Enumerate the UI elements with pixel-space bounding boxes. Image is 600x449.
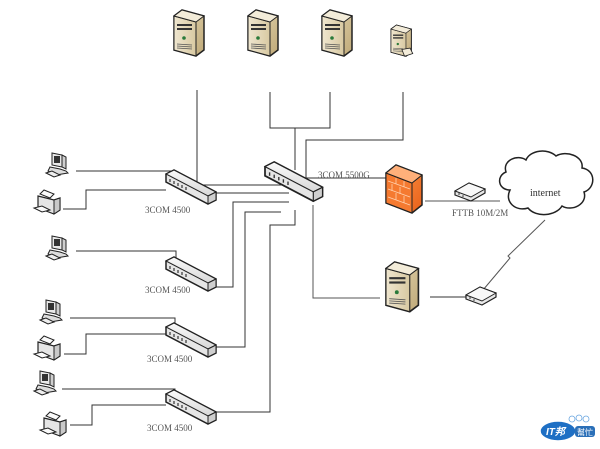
- edge-core-access-2: [215, 201, 289, 288]
- connection-lines: [62, 90, 546, 426]
- fttb-modem-icon: [454, 182, 486, 202]
- edge-core-access-3: [215, 211, 281, 348]
- internet-label: internet: [530, 188, 561, 199]
- printer-1-icon: [33, 189, 61, 215]
- small-server-icon: [390, 24, 414, 57]
- printer-4-icon: [39, 411, 67, 437]
- core-switch-icon: [264, 161, 324, 202]
- workstation-2-icon: [45, 235, 69, 261]
- printer-3-icon: [33, 335, 61, 361]
- edge-pc-4: [62, 388, 176, 396]
- workstation-3-icon: [39, 299, 63, 325]
- edge-printer-4: [70, 404, 166, 426]
- edge-printer-1: [63, 189, 166, 210]
- server-1-icon: [173, 9, 205, 57]
- access-switch-2-label: 3COM 4500: [145, 285, 191, 295]
- access-switch-1-label: 3COM 4500: [145, 205, 191, 215]
- watermark-logo-text: IT邦: [546, 426, 567, 438]
- ithome-watermark-logo: IT邦 幫忙: [539, 414, 595, 442]
- internet-cloud-icon: [498, 150, 594, 216]
- access-switch-4-icon: [165, 389, 217, 425]
- edge-printer-3: [64, 333, 166, 355]
- workstation-4-icon: [33, 370, 57, 396]
- watermark-sub-text: 幫忙: [577, 427, 593, 437]
- edge-core-dmz: [312, 205, 380, 299]
- firewall-icon: [385, 164, 423, 214]
- edge-small-server: [305, 92, 404, 178]
- edge-pc-2: [76, 250, 177, 258]
- workstation-1-icon: [45, 152, 69, 178]
- dmz-server-icon: [385, 261, 420, 313]
- access-switch-3-label: 3COM 4500: [147, 354, 193, 364]
- edge-server-2-3: [269, 92, 331, 129]
- fttb-modem-label: FTTB 10M/2M: [452, 208, 508, 218]
- edge-core-access-4: [215, 210, 296, 413]
- server-2-icon: [247, 9, 279, 57]
- wireless-modem-icon: [465, 286, 497, 306]
- core-switch-label: 3COM 5500G: [318, 170, 370, 180]
- edge-pc-3: [70, 317, 176, 325]
- access-switch-1-icon: [165, 169, 217, 205]
- edge-wireless-link: [482, 219, 546, 291]
- edge-pc-1: [76, 170, 177, 178]
- server-3-icon: [321, 9, 353, 57]
- access-switch-4-label: 3COM 4500: [147, 423, 193, 433]
- access-switch-3-icon: [165, 322, 217, 358]
